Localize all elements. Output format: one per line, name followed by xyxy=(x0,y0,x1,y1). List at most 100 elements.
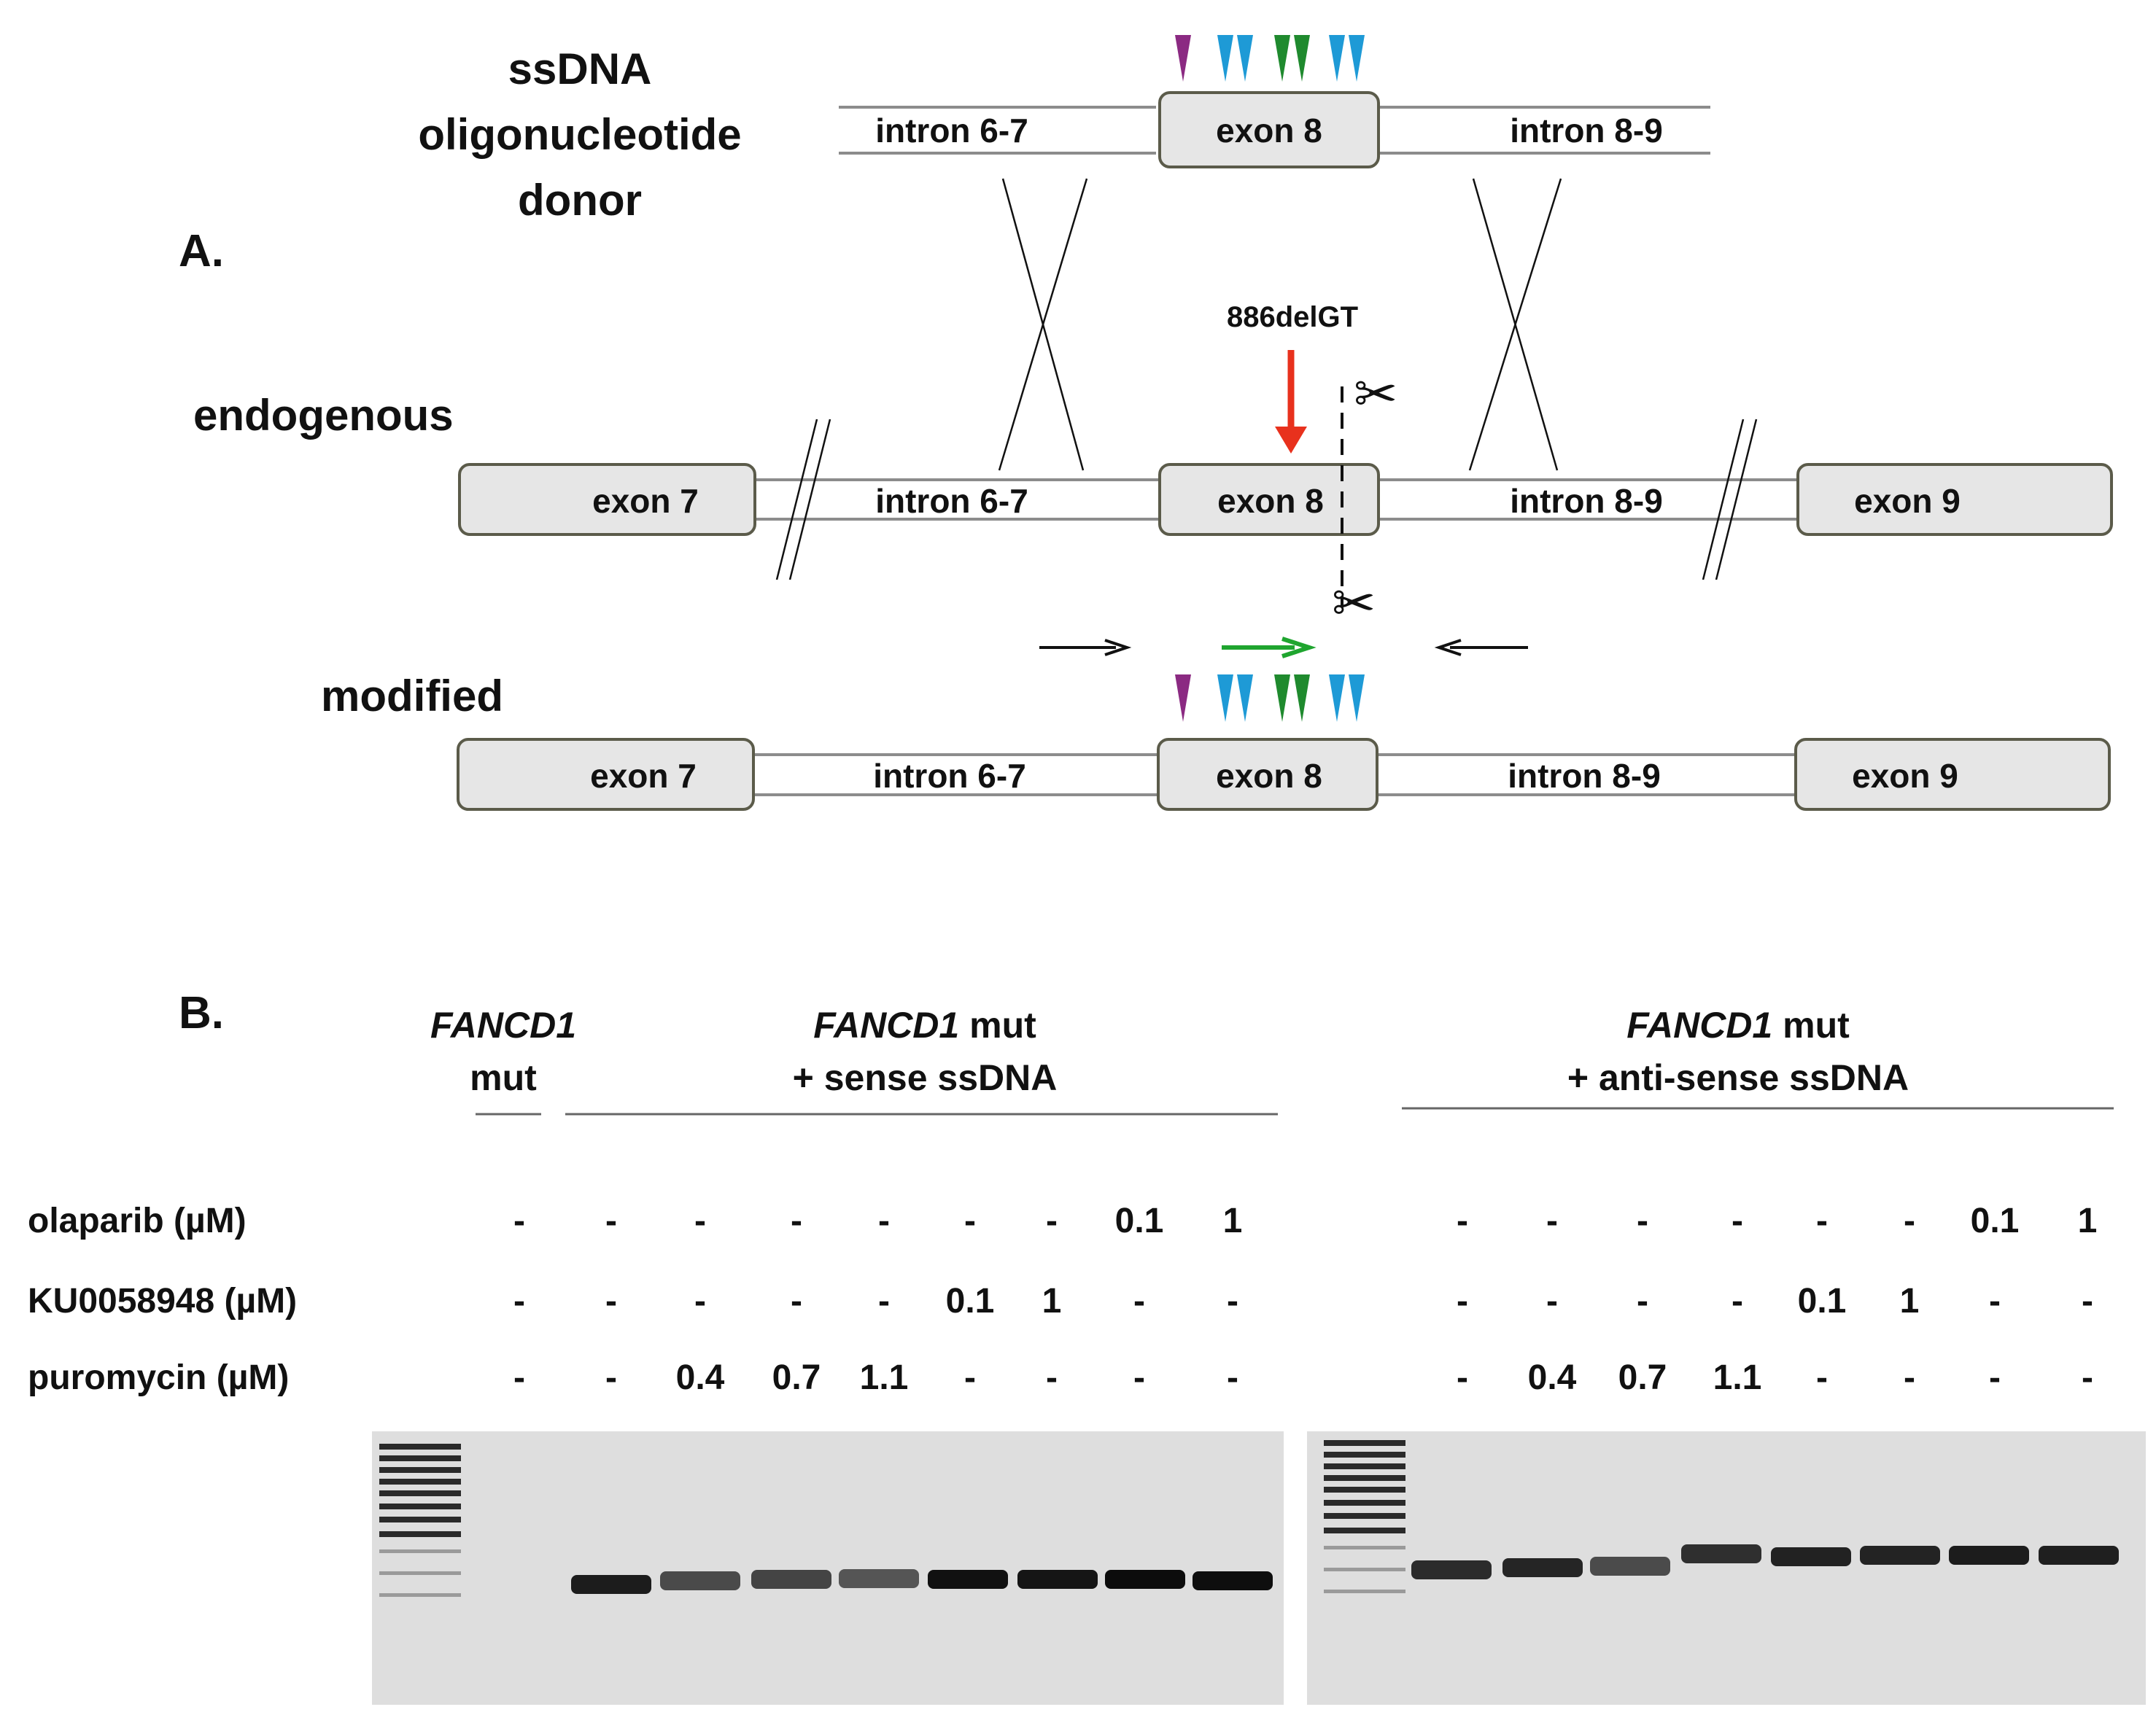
gel-band xyxy=(571,1575,651,1594)
crossover-left xyxy=(998,178,1088,471)
group-mut-gene: FANCD1 xyxy=(430,1005,576,1046)
group-anti-rest: mut xyxy=(1772,1005,1850,1046)
marker-blue xyxy=(1349,35,1365,82)
marker-purple xyxy=(1175,35,1191,82)
olaparib-value-cell: - xyxy=(1046,1202,1058,1240)
mutation-red-arrow xyxy=(1275,350,1307,454)
olaparib-value-cell: - xyxy=(1546,1202,1558,1240)
ku-value-cell: - xyxy=(694,1282,706,1321)
puromycin-value-cell: 0.7 xyxy=(1618,1358,1667,1397)
group-sense-title: FANCD1 mut xyxy=(813,1005,1036,1046)
olaparib-value-cell: 0.1 xyxy=(1115,1202,1164,1240)
marker-blue xyxy=(1217,674,1233,722)
group-anti-line2: + anti-sense ssDNA xyxy=(1567,1057,1909,1098)
marker-green xyxy=(1294,674,1310,722)
break-mark xyxy=(1702,419,1745,580)
ladder-band xyxy=(1324,1590,1405,1593)
group-sense-line2: + sense ssDNA xyxy=(793,1057,1058,1098)
ku-value-cell: 1 xyxy=(1900,1282,1920,1321)
endogenous-exon9-box xyxy=(1796,463,2113,536)
puromycin-value-cell: 1.1 xyxy=(1713,1358,1762,1397)
ladder-band xyxy=(1324,1528,1405,1533)
donor-intron-right: intron 8-9 xyxy=(1510,112,1663,149)
marker-purple xyxy=(1175,674,1191,722)
gel-band xyxy=(2039,1546,2119,1565)
ladder-band xyxy=(379,1455,461,1461)
ladder-band xyxy=(1324,1475,1405,1481)
mod-intron-left: intron 6-7 xyxy=(873,757,1026,795)
ku-value-cell: - xyxy=(1457,1282,1468,1321)
ladder-band xyxy=(379,1571,461,1575)
ladder-band xyxy=(1324,1452,1405,1458)
gel-band xyxy=(1949,1546,2029,1565)
primer-green-arrow xyxy=(1222,637,1317,658)
mod-exon-label: exon 8 xyxy=(1216,757,1322,795)
dna-ladder xyxy=(1324,1440,1405,1593)
ladder-band xyxy=(1324,1513,1405,1519)
marker-blue xyxy=(1349,674,1365,722)
olaparib-value-cell: - xyxy=(1816,1202,1828,1240)
puromycin-value-cell: 0.4 xyxy=(1528,1358,1577,1397)
gel-band xyxy=(751,1570,831,1589)
ku-value-cell: - xyxy=(1989,1282,2001,1321)
ladder-band xyxy=(379,1593,461,1597)
primer-forward-arrow xyxy=(1039,639,1132,656)
modified-construct: exon 7 intron 6-7 exon 8 intron 8-9 exon… xyxy=(457,738,2111,811)
panel-b-label: B. xyxy=(179,988,224,1038)
donor-intron-left: intron 6-7 xyxy=(875,112,1028,149)
gel-bands xyxy=(1411,1544,2119,1579)
gel-band xyxy=(1860,1546,1940,1565)
ladder-band xyxy=(379,1490,461,1496)
gel-band xyxy=(660,1571,740,1590)
olaparib-value-cell: - xyxy=(1904,1202,1915,1240)
olaparib-value-cell: - xyxy=(605,1202,617,1240)
group-anti-title: FANCD1 mut xyxy=(1626,1005,1850,1046)
row-label-olaparib: olaparib (µM) xyxy=(28,1202,247,1240)
ku-value-cell: - xyxy=(2082,1282,2093,1321)
endo-exon-label: exon 8 xyxy=(1217,482,1324,520)
puromycin-value-cell: 0.7 xyxy=(772,1358,821,1397)
ladder-band xyxy=(1324,1546,1405,1549)
donor-label-line1: ssDNA xyxy=(508,44,652,93)
group-mut-label: mut xyxy=(470,1057,537,1098)
marker-blue xyxy=(1217,35,1233,82)
endogenous-exon7-box xyxy=(458,463,756,536)
gel-band xyxy=(1411,1560,1492,1579)
olaparib-value-cell: 1 xyxy=(1223,1202,1243,1240)
donor-exon-label: exon 8 xyxy=(1216,112,1322,149)
olaparib-value-cell: - xyxy=(513,1202,525,1240)
endo-intron-left: intron 6-7 xyxy=(875,482,1028,520)
endogenous-exon8-box xyxy=(1158,463,1380,536)
ku-value-cell: - xyxy=(513,1282,525,1321)
marker-green xyxy=(1274,674,1290,722)
olaparib-value-cell: 1 xyxy=(2078,1202,2098,1240)
ku-value-cell: - xyxy=(1546,1282,1558,1321)
olaparib-value-cell: - xyxy=(694,1202,706,1240)
puromycin-value-cell: - xyxy=(2082,1358,2093,1397)
puromycin-value-cell: - xyxy=(513,1358,525,1397)
marker-green xyxy=(1294,35,1310,82)
group-sense-gene: FANCD1 xyxy=(813,1005,959,1046)
marker-green xyxy=(1274,35,1290,82)
group-anti-gene: FANCD1 xyxy=(1626,1005,1772,1046)
gel-band xyxy=(1193,1571,1273,1590)
ku-value-cell: - xyxy=(1227,1282,1238,1321)
donor-mutation-markers xyxy=(1175,35,1365,82)
ku-value-cell: - xyxy=(1637,1282,1648,1321)
mod-exon-left: exon 7 xyxy=(590,757,697,795)
ku-value-cell: 0.1 xyxy=(1798,1282,1847,1321)
olaparib-value-cell: - xyxy=(1637,1202,1648,1240)
olaparib-value-cell: - xyxy=(1732,1202,1743,1240)
marker-blue xyxy=(1329,35,1345,82)
primer-reverse-arrow xyxy=(1434,639,1528,656)
olaparib-value-cell: - xyxy=(878,1202,890,1240)
olaparib-value-cell: - xyxy=(791,1202,802,1240)
ladder-band xyxy=(379,1467,461,1473)
endogenous-label: endogenous xyxy=(193,391,454,440)
dna-ladder xyxy=(379,1444,461,1597)
ladder-band xyxy=(379,1444,461,1450)
ladder-band xyxy=(379,1504,461,1509)
ladder-band xyxy=(1324,1568,1405,1571)
puromycin-value-cell: 0.4 xyxy=(676,1358,725,1397)
